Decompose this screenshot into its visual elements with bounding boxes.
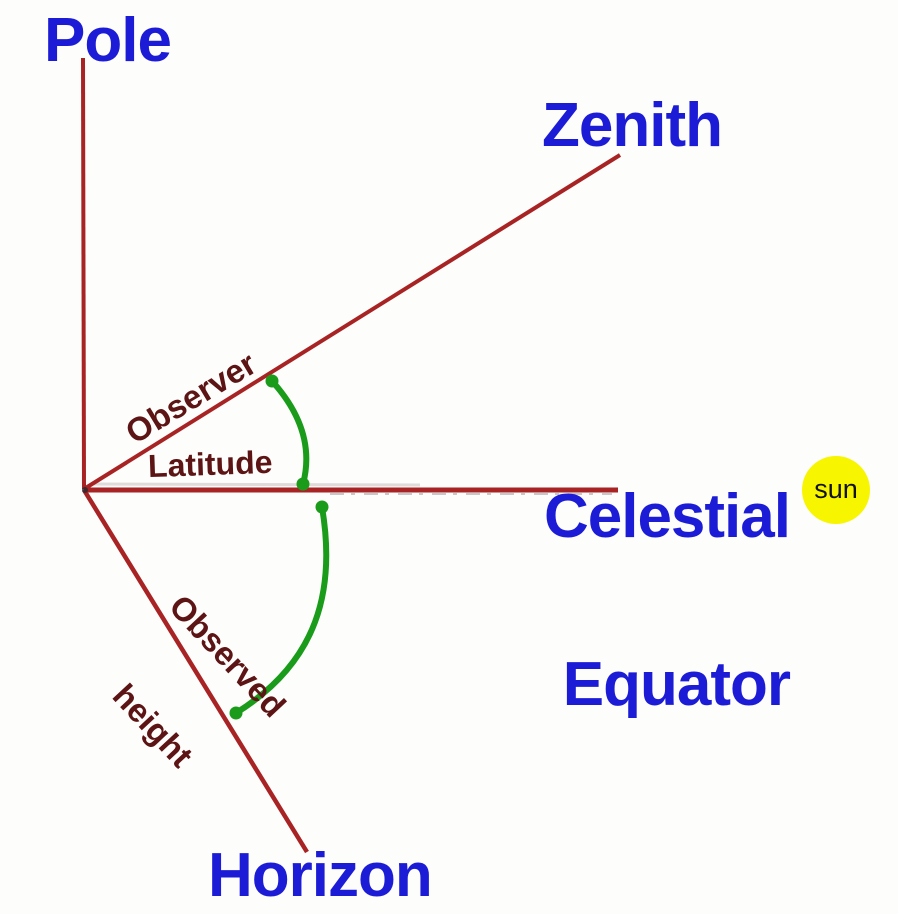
- horizon-label: Horizon: [208, 841, 433, 910]
- celestial-equator-label: Celestial Equator: [543, 377, 791, 825]
- latitude-arc-endpoint-top: [265, 374, 279, 388]
- height-arc-endpoint-top: [315, 500, 329, 514]
- observer-vertex-mark: [82, 487, 88, 493]
- latitude-angle-arc: [269, 378, 310, 487]
- horizon-line: [82, 488, 309, 854]
- observed-height-label-line1: Observed: [162, 587, 294, 725]
- celestial-equator-label-line2: Equator: [562, 650, 791, 719]
- height-arc-endpoint-bottom: [229, 706, 243, 720]
- observed-height-label-line2: height: [105, 676, 201, 775]
- latitude-arc-endpoint-bottom: [296, 477, 310, 491]
- sun-icon: [802, 456, 870, 524]
- pole-axis-line: [81, 57, 86, 490]
- observer-latitude-label-line2: Latitude: [147, 443, 274, 485]
- observed-height-angle-arc: [233, 504, 330, 716]
- pole-label: Pole: [44, 6, 172, 75]
- sun-label: sun: [814, 474, 858, 504]
- zenith-label: Zenith: [542, 91, 723, 160]
- scan-smudge: [91, 482, 421, 487]
- celestial-equator-label-line1: Celestial: [543, 482, 791, 551]
- zenith-line: [82, 153, 622, 491]
